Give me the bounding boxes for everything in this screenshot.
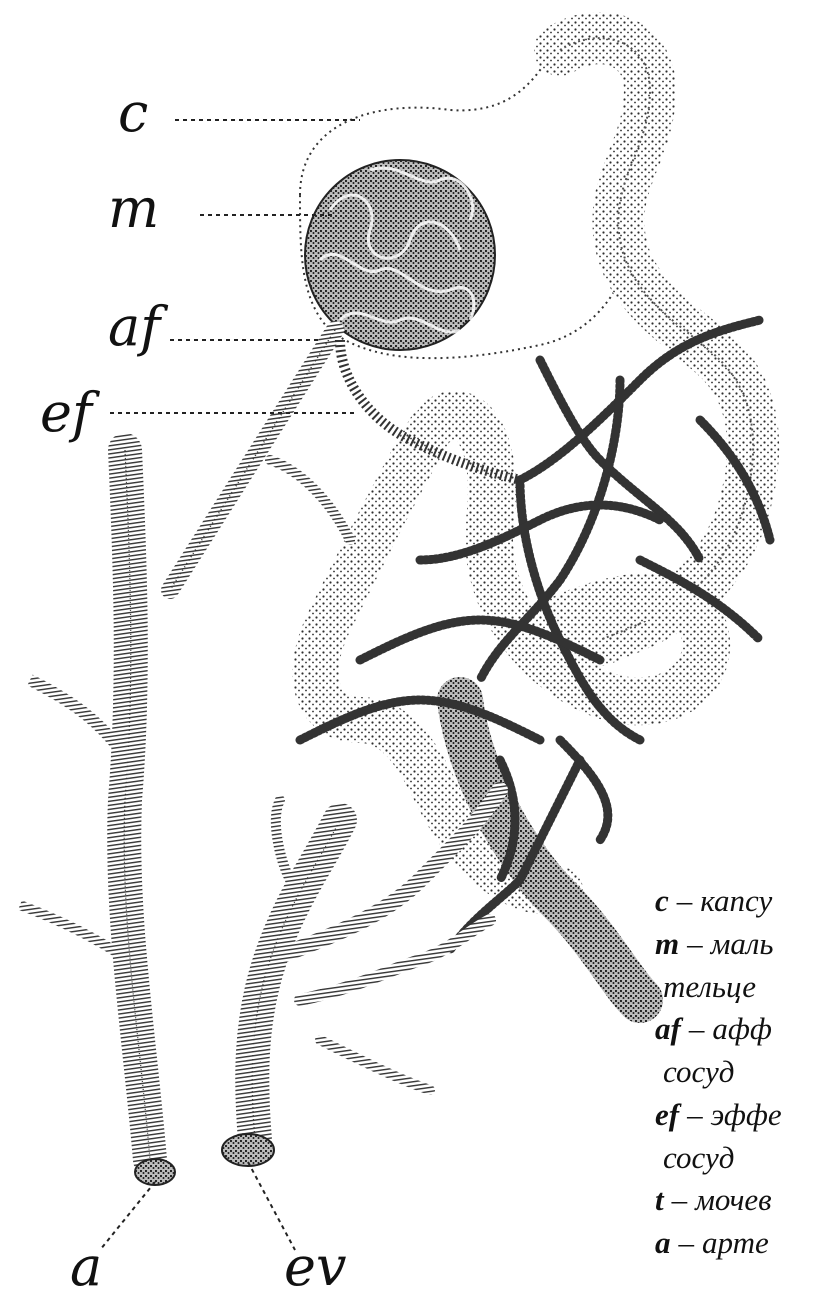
label-af: af [108, 300, 160, 354]
legend-row: af–афф [655, 1008, 837, 1051]
legend-row: m–маль [655, 923, 837, 966]
legend-row: c–капсу [655, 880, 837, 923]
legend-row: сосуд [655, 1051, 837, 1094]
legend-row: тельце [655, 966, 837, 1009]
leader-a [100, 1182, 155, 1250]
legend-row: t–мочев [655, 1179, 837, 1222]
artery-cross-section [135, 1159, 175, 1185]
label-a: a [70, 1240, 102, 1294]
legend-row: сосуд [655, 1137, 837, 1180]
label-ev: ev [284, 1240, 346, 1294]
afferent-vessel [170, 330, 335, 590]
label-ef: ef [40, 386, 92, 440]
legend-row: ef–эффе [655, 1094, 837, 1137]
proximal-tubule [560, 38, 753, 640]
label-c: c [118, 86, 148, 140]
label-m: m [108, 182, 159, 236]
legend: c–капсу m–маль тельце af–афф сосуд ef–эф… [655, 880, 837, 1265]
artery [124, 450, 150, 1160]
vein-cross-section [222, 1134, 274, 1166]
legend-row: a–арте [655, 1222, 837, 1265]
